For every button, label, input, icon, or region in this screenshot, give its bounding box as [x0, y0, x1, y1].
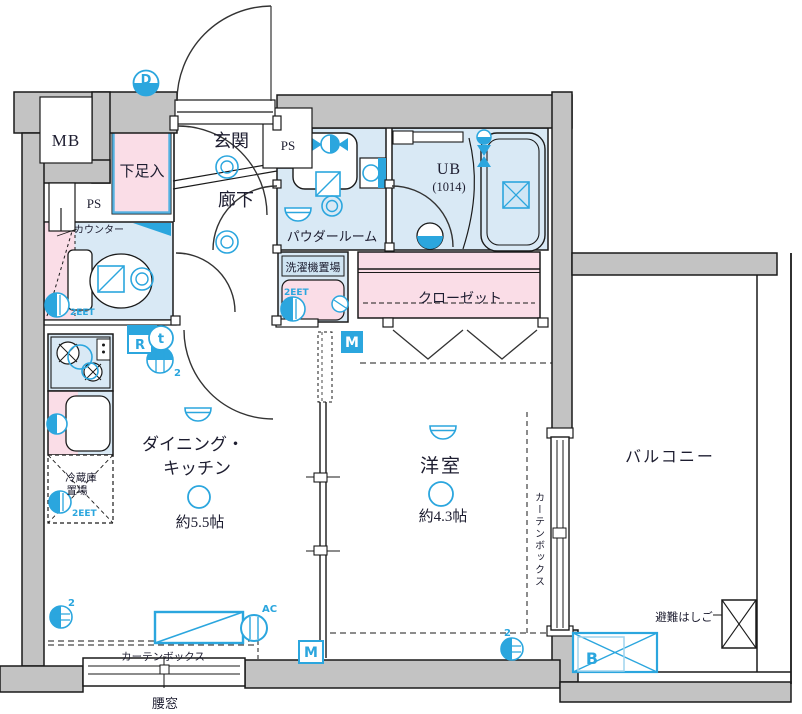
- label-fridge-2: 置場: [67, 484, 88, 497]
- label-unit-bath: UB: [437, 161, 461, 178]
- label-waist-window: 腰窓: [152, 696, 178, 711]
- bedroom-window: [550, 436, 570, 631]
- ceiling-light-icon: [429, 425, 457, 440]
- badge-d: D: [132, 69, 160, 97]
- shoe-cabinet: [112, 122, 171, 214]
- powder-fixtures: [284, 132, 387, 222]
- label-washer-space: 洗濯機置場: [286, 260, 341, 274]
- pipe-space-left: [48, 182, 76, 232]
- downlight-icon: [321, 195, 343, 217]
- waist-window: [82, 656, 246, 688]
- curtain-box-lines: [48, 412, 551, 660]
- closet-folding-doors: [360, 329, 556, 364]
- label-escape-ladder: 避難はしご: [655, 610, 713, 624]
- label-hallway: 廊下: [218, 190, 254, 210]
- door-arcs: [175, 5, 454, 420]
- washer-label-box: [281, 255, 345, 277]
- label-bedroom-size: 約4.3帖: [419, 508, 468, 525]
- downlight-icon: [215, 155, 239, 179]
- kitchen-sink: [65, 395, 111, 452]
- washer-fixtures: [331, 295, 349, 313]
- label-dk-2: キッチン: [163, 459, 231, 478]
- counter-leader: [56, 228, 78, 237]
- windows: [82, 436, 570, 688]
- toilet-door-arc: [175, 252, 236, 313]
- stove-grill: [96, 338, 111, 361]
- label-2eet-fridge: 2EET: [72, 509, 98, 519]
- badge-r-label: R: [135, 338, 145, 353]
- label-powder-room: パウダールーム: [287, 229, 378, 244]
- sliding-door: [306, 331, 340, 658]
- escape-hatch: [713, 599, 757, 649]
- closet: [357, 251, 541, 319]
- label-entrance: 玄関: [213, 131, 249, 151]
- downlight-icon: [130, 267, 154, 291]
- outlet-dk: [49, 605, 73, 629]
- badge-m-bottom: M: [298, 640, 324, 664]
- label-mb: MB: [52, 131, 80, 150]
- badge-m-bottom-label: M: [304, 645, 318, 661]
- label-2eet-washer: 2EET: [284, 288, 310, 298]
- outlet-2eet-fridge: [48, 490, 72, 514]
- label-ac: AC: [262, 604, 277, 615]
- meter-box-niche: [39, 96, 93, 164]
- label-dk-1: ダイニング・: [142, 435, 244, 454]
- label-sup2-dk: 2: [68, 598, 75, 609]
- badge-m-top: M: [341, 331, 363, 353]
- outlet-bedroom: [500, 637, 524, 661]
- label-bedroom: 洋室: [420, 455, 462, 477]
- label-shoe-cabinet: 下足入: [119, 163, 164, 180]
- label-curtain-box-dk: カーテンボックス: [121, 651, 205, 663]
- toilet-corner-marker: [133, 223, 171, 236]
- dk-door-arc: [183, 329, 274, 420]
- label-unit-bath-size: (1014): [432, 180, 465, 194]
- ceiling-light-icon: [184, 407, 212, 422]
- label-fridge-1: 冷蔵庫: [65, 471, 97, 484]
- labels: MB 下足入 玄関 PS PS 廊下 カウンター パウダールーム UB (101…: [52, 131, 715, 711]
- badge-m-top-label: M: [345, 335, 359, 351]
- downlight-icon: [215, 230, 239, 254]
- unit-bath-fixtures: [392, 129, 546, 252]
- wall-openings: [39, 96, 574, 637]
- badge-t: t: [148, 325, 174, 351]
- electric-symbols: [44, 155, 524, 661]
- ac-unit: [153, 610, 268, 645]
- label-sup2-bedroom: 2: [504, 628, 511, 639]
- powder-door-arc: [212, 185, 278, 251]
- label-balcony: バルコニー: [625, 449, 715, 466]
- dk-size-circle: [187, 485, 211, 509]
- outlet-2eet-toilet: [44, 292, 70, 318]
- label-curtain-box-bedroom: カーテンボックス: [533, 492, 545, 588]
- label-dk-size: 約5.5帖: [176, 514, 225, 531]
- label-2eet-toilet: 2EET: [70, 308, 96, 318]
- bath-door-arc: [391, 185, 454, 248]
- label-ps-left: PS: [87, 196, 101, 211]
- badges: D R t M M B: [127, 69, 598, 668]
- label-sub2-kitchen: 2: [174, 368, 181, 379]
- badge-b-label: B: [586, 649, 598, 668]
- label-closet: クローゼット: [418, 291, 502, 307]
- badge-d-label: D: [141, 73, 152, 88]
- label-counter: カウンター: [74, 224, 124, 236]
- hallway-door-arc: [177, 125, 268, 216]
- entrance-door-arc: [176, 5, 272, 102]
- kitchen-fixtures: [46, 336, 111, 452]
- walls: [0, 91, 792, 703]
- bedroom-size-circle: [428, 481, 454, 507]
- label-ps-top: PS: [281, 138, 295, 153]
- badge-t-label: t: [158, 332, 164, 347]
- outlet-kitchen: [146, 346, 174, 374]
- balcony-b-box: [571, 631, 659, 674]
- outlet-2eet-washer: [280, 296, 306, 322]
- toilet-fixture: [67, 249, 154, 311]
- ac-fan-icon: [240, 614, 268, 642]
